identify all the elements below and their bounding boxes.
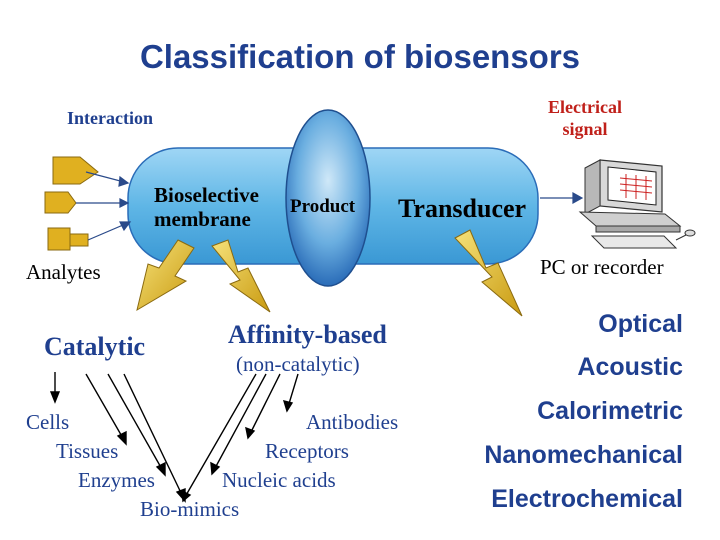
arrow-to-transducer-types <box>454 229 523 317</box>
affinity-item-nucleic-acids: Nucleic acids <box>222 468 336 492</box>
pc-or-recorder-label: PC or recorder <box>540 255 664 279</box>
interaction-label: Interaction <box>67 108 153 128</box>
computer-icon <box>578 159 696 249</box>
transducer-type-calorimetric: Calorimetric <box>537 397 683 425</box>
affinity-item-antibodies: Antibodies <box>306 410 399 434</box>
arrow-to-affinity <box>211 239 271 313</box>
catalytic-heading: Catalytic <box>44 332 146 361</box>
analyte-icon <box>44 156 99 251</box>
transducer-type-acoustic: Acoustic <box>577 353 683 381</box>
affinity-subheading: (non-catalytic) <box>236 352 360 376</box>
analytes-label: Analytes <box>26 260 101 284</box>
affinity-item-receptors: Receptors <box>265 439 349 463</box>
membrane-ellipse <box>285 109 371 287</box>
transducer-type-electrochemical: Electrochemical <box>491 485 683 513</box>
catalytic-item-cells: Cells <box>26 410 70 434</box>
product-label: Product <box>290 196 356 217</box>
arrow-to-catalytic <box>136 239 195 312</box>
catalytic-item-tissues: Tissues <box>56 439 119 463</box>
transducer-type-nanomechanical: Nanomechanical <box>484 441 683 469</box>
catalytic-item-enzymes: Enzymes <box>78 468 155 492</box>
page-title: Classification of biosensors <box>139 38 581 75</box>
transducer-type-optical: Optical <box>598 310 683 338</box>
transducer-label: Transducer <box>398 194 527 223</box>
affinity-item-bio-mimics: Bio-mimics <box>140 497 240 521</box>
affinity-heading: Affinity-based <box>228 320 387 349</box>
